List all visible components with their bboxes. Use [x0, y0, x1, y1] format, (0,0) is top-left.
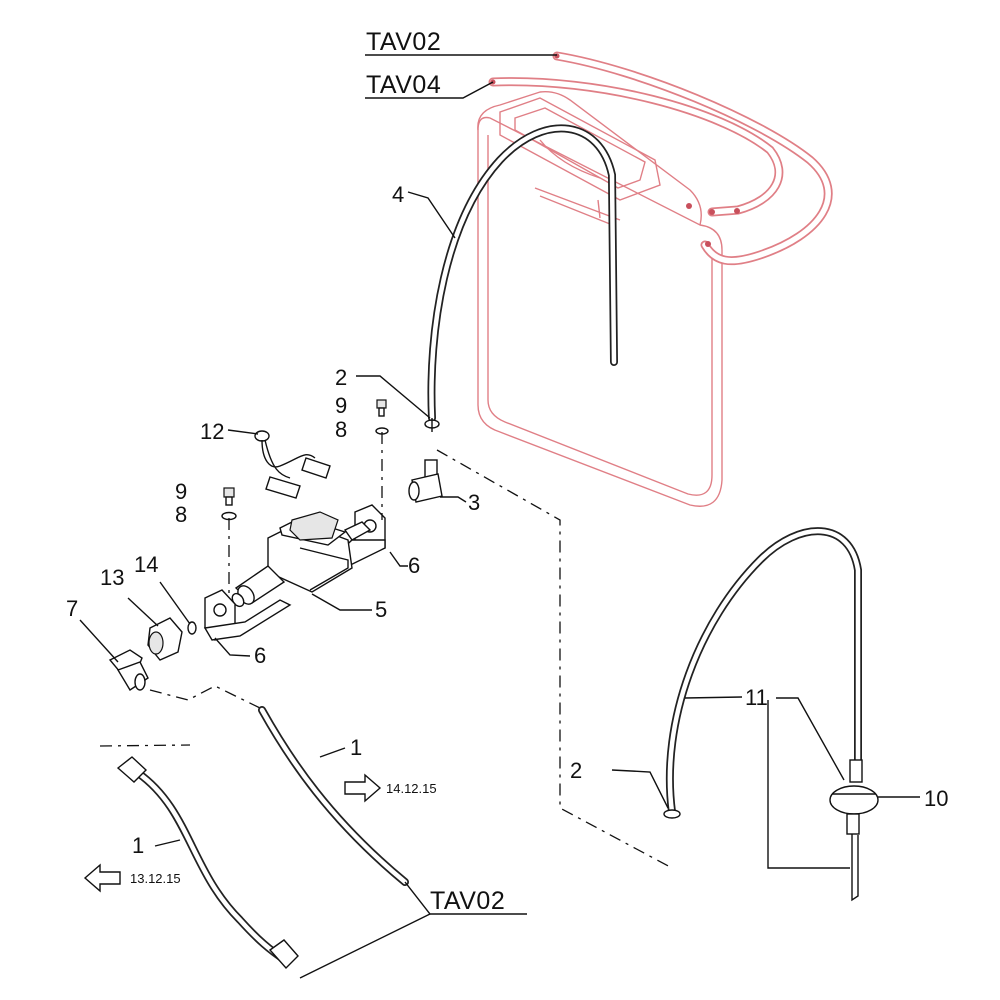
- label-part-11: 11: [745, 685, 768, 710]
- label-part-1-left: 1: [132, 833, 144, 858]
- reference-13-12-15: 13.12.15: [130, 871, 181, 886]
- label-part-2-lower: 2: [570, 758, 582, 783]
- label-part-2-upper: 2: [335, 365, 347, 390]
- label-part-10: 10: [924, 786, 948, 811]
- label-part-5: 5: [375, 597, 387, 622]
- union-nut: [147, 617, 183, 661]
- suction-tube: [427, 124, 618, 422]
- label-part-1-right: 1: [350, 735, 362, 760]
- leader-lines: [79, 54, 920, 979]
- arrow-left-outline-icon: [83, 863, 121, 893]
- label-part-14: 14: [134, 552, 158, 577]
- screw-washer-upper: [375, 399, 389, 435]
- filter-tube: [665, 527, 862, 902]
- inline-filter: [829, 759, 879, 835]
- label-part-9-upper: 9: [335, 393, 347, 418]
- screw-washer-lower: [221, 487, 237, 521]
- label-tav04: TAV04: [366, 71, 441, 99]
- label-part-6-left: 6: [254, 643, 266, 668]
- hose-clamp-lower: [663, 809, 681, 819]
- arrow-right-outline-icon: [344, 773, 382, 803]
- label-part-8-lower: 8: [175, 502, 187, 527]
- label-part-8-upper: 8: [335, 417, 347, 442]
- label-part-4: 4: [392, 182, 404, 207]
- hose-clamp-upper: [424, 418, 440, 432]
- label-part-6-right: 6: [408, 553, 420, 578]
- pump-assembly: [203, 504, 386, 641]
- elbow-fitting: [408, 459, 443, 503]
- label-part-3: 3: [468, 490, 480, 515]
- water-reservoir: [477, 51, 833, 507]
- label-part-12: 12: [200, 419, 224, 444]
- delivery-tubes: [116, 706, 409, 970]
- electrical-cable: [254, 430, 331, 499]
- label-tav02-top: TAV02: [366, 28, 441, 56]
- angled-fitting: [108, 649, 149, 691]
- label-tav02-bottom: TAV02: [430, 887, 505, 915]
- o-ring-washer: [187, 621, 197, 635]
- label-part-7: 7: [66, 596, 78, 621]
- label-part-13: 13: [100, 565, 124, 590]
- assembly-lines: [99, 432, 673, 869]
- reference-14-12-15: 14.12.15: [386, 781, 437, 796]
- label-part-9-lower: 9: [175, 479, 187, 504]
